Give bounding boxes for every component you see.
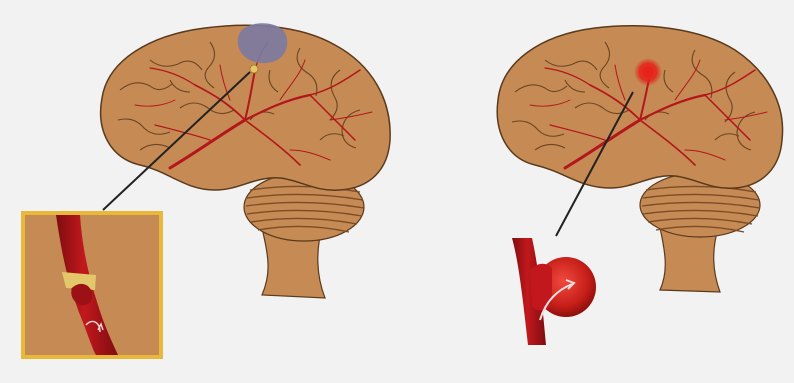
ischemic-stroke-panel [21, 23, 390, 359]
aneurysm-illustration [512, 238, 596, 345]
clot-inset [21, 211, 163, 359]
clot-site-marker [250, 65, 258, 73]
hemorrhagic-stroke-panel [497, 26, 782, 345]
brainstem-right [660, 228, 720, 292]
cerebrum-right [497, 26, 782, 188]
